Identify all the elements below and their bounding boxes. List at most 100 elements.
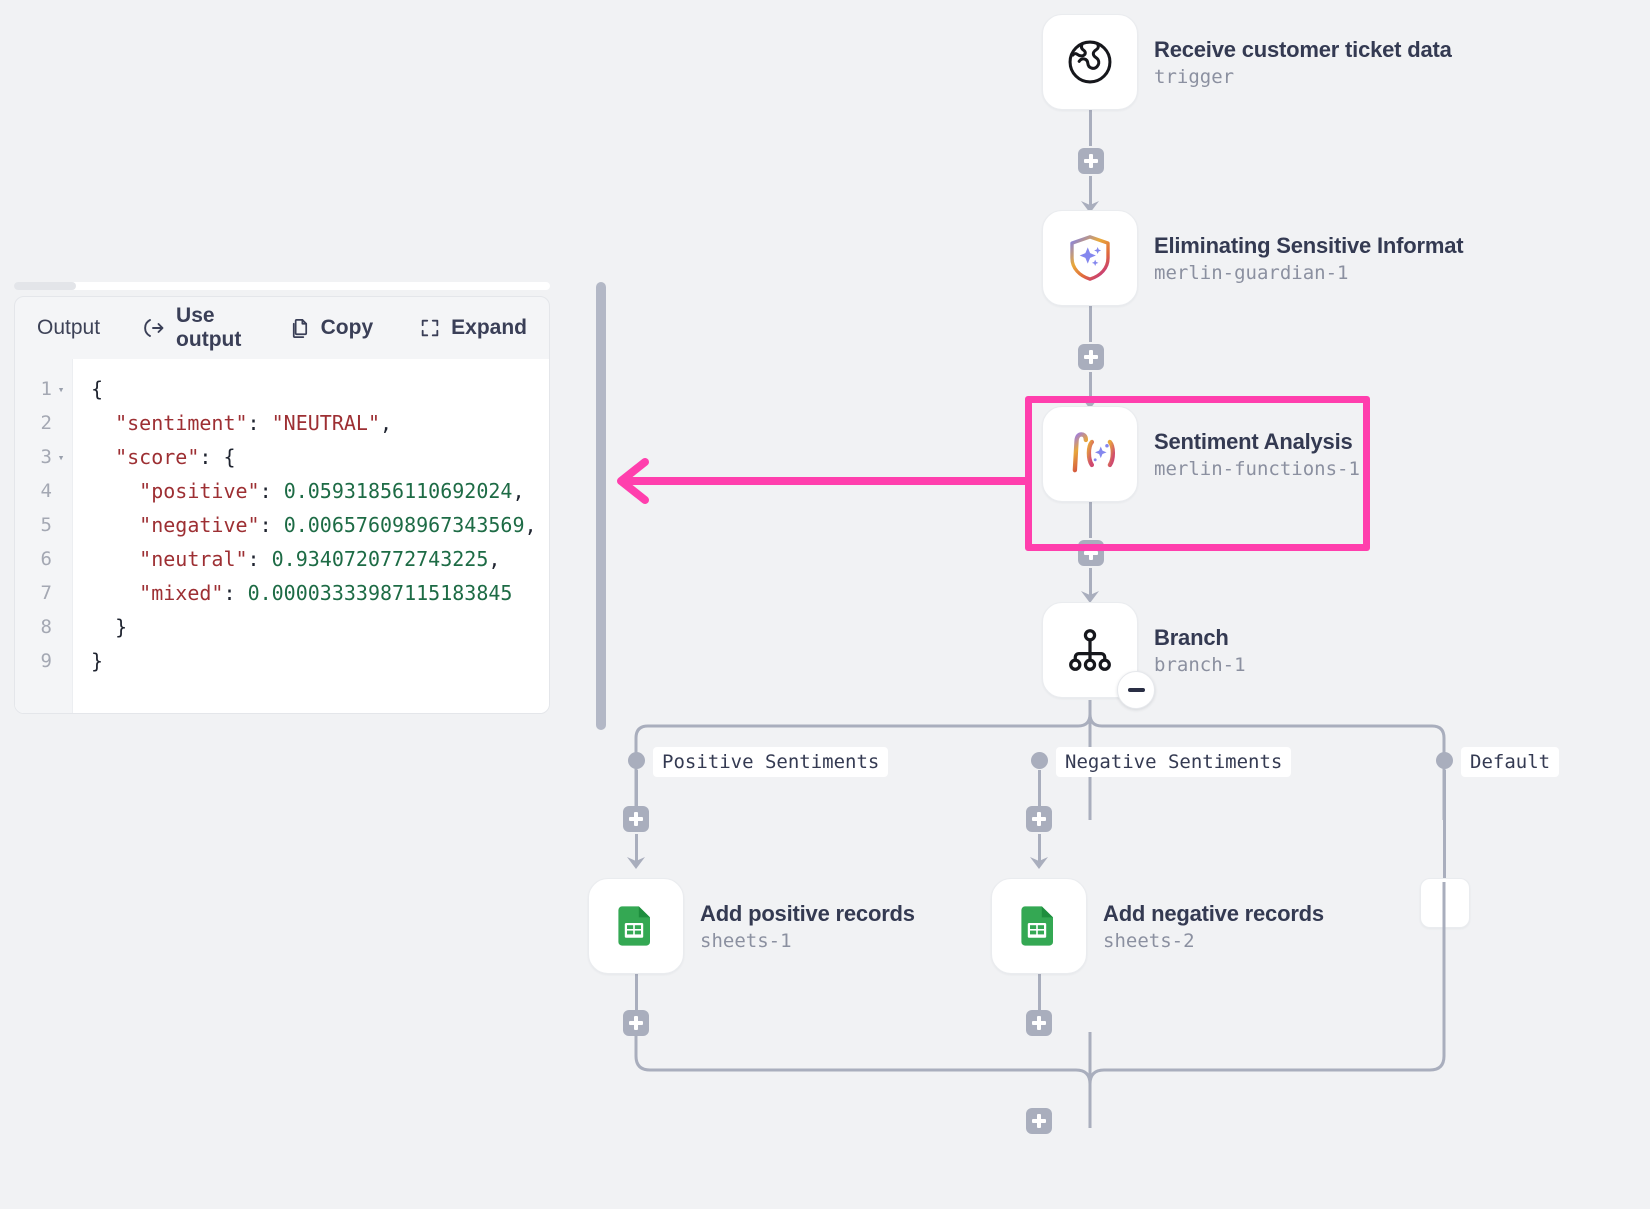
add-step-button[interactable] [623,1010,649,1036]
line-number: 1▾ [40,378,65,400]
line-number: 5▾ [40,514,52,536]
line-number-gutter: 1▾2▾3▾4▾5▾6▾7▾8▾9▾ [15,359,73,713]
expand-icon [419,317,441,339]
node-subtitle: branch-1 [1154,653,1246,676]
node-subtitle: merlin-functions-1 [1154,457,1360,480]
node-add-negative-records[interactable]: Add negative records sheets-2 [991,878,1324,974]
node-add-positive-records[interactable]: Add positive records sheets-1 [588,878,915,974]
add-step-button[interactable] [1026,1010,1052,1036]
code-line: "negative": 0.006576098967343569, [139,513,537,537]
fold-caret-icon[interactable]: ▾ [57,382,65,396]
connector-line [1089,500,1092,538]
node-text: Receive customer ticket data trigger [1154,37,1452,88]
shield-sparkle-icon [1042,210,1138,306]
expand-label: Expand [451,316,527,339]
add-step-button[interactable] [1078,344,1104,370]
arrowhead-icon [627,857,645,869]
output-code-area[interactable]: 1▾2▾3▾4▾5▾6▾7▾8▾9▾ { "sentiment": "NEUTR… [15,359,549,713]
connector-line [1089,568,1092,596]
copy-label: Copy [320,316,374,339]
function-icon [1042,406,1138,502]
node-title: Add positive records [700,900,915,926]
branch-label-negative: Negative Sentiments [1056,747,1292,777]
google-sheets-icon [588,878,684,974]
line-number: 4▾ [40,480,52,502]
arrowhead-icon [1081,201,1099,213]
add-step-button[interactable] [1026,806,1052,832]
add-step-button[interactable] [623,806,649,832]
node-guardian[interactable]: Eliminating Sensitive Informat merlin-gu… [1042,210,1464,306]
node-title: Add negative records [1103,900,1324,926]
node-subtitle: sheets-2 [1103,929,1195,952]
connector-line [1089,304,1092,342]
line-number: 8▾ [40,616,52,638]
use-output-button[interactable]: Use output [142,304,242,352]
connector-line [1038,770,1041,808]
panel-scrollbar[interactable] [596,282,606,730]
connector-line [635,834,638,862]
branch-output-dot[interactable] [1436,752,1453,769]
line-number: 9▾ [40,650,52,672]
branch-merge-connector [634,882,1446,1128]
node-text: Branch branch-1 [1154,625,1246,676]
code-line: } [91,615,128,639]
node-branch[interactable]: Branch branch-1 [1042,602,1246,709]
output-panel: Output Use output Copy [14,296,550,714]
node-text: Eliminating Sensitive Informat merlin-gu… [1154,232,1464,284]
panel-top-strip [14,282,550,290]
copy-icon [288,317,311,340]
connector-line [1089,108,1092,146]
output-toolbar: Output Use output Copy [15,297,549,359]
connector-line [1089,176,1092,206]
node-title: Sentiment Analysis [1154,428,1353,454]
node-text: Sentiment Analysis merlin-functions-1 [1154,429,1360,480]
use-output-label: Use output [176,304,242,351]
connector-line [1038,972,1041,1012]
node-subtitle: merlin-guardian-1 [1154,261,1349,284]
connector-line [1038,834,1041,862]
node-title: Branch [1154,624,1229,650]
node-subtitle: sheets-1 [700,929,792,952]
line-number: 6▾ [40,548,52,570]
connector-line [635,972,638,1012]
collapse-branch-button[interactable] [1117,671,1155,709]
node-subtitle: trigger [1154,65,1235,88]
minus-icon [1127,688,1145,692]
output-json-code: { "sentiment": "NEUTRAL", "score": { "po… [73,359,549,713]
branch-label-default: Default [1461,747,1560,777]
line-number: 2▾ [40,412,52,434]
copy-button[interactable]: Copy [288,316,374,340]
expand-button[interactable]: Expand [419,316,527,340]
code-line: "sentiment": "NEUTRAL", [115,411,393,435]
arrowhead-icon [1081,591,1099,603]
connector-line [1089,372,1092,402]
branch-label-positive: Positive Sentiments [653,747,889,777]
connector-line [1443,770,1446,880]
fold-caret-icon[interactable]: ▾ [57,450,65,464]
code-line: "mixed": 0.00003333987115183845 [139,581,513,605]
use-output-icon [142,316,166,340]
add-step-button[interactable] [1026,1108,1052,1134]
code-line: "neutral": 0.9340720772743225, [139,547,501,571]
connector-line [635,770,638,808]
google-sheets-icon [991,878,1087,974]
line-number: 7▾ [40,582,52,604]
branch-output-dot[interactable] [628,752,645,769]
output-panel-title: Output [37,316,101,339]
node-text: Add positive records sheets-1 [700,901,915,952]
node-sentiment-analysis[interactable]: Sentiment Analysis merlin-functions-1 [1042,406,1360,502]
node-trigger[interactable]: Receive customer ticket data trigger [1042,14,1452,110]
add-step-button[interactable] [1078,148,1104,174]
branch-icon [1042,602,1155,709]
node-title: Receive customer ticket data [1154,36,1452,62]
node-title: Eliminating Sensitive Informat [1154,232,1464,258]
highlight-box-sentiment-analysis [1025,396,1370,551]
arrowhead-icon [1030,857,1048,869]
globe-icon [1042,14,1138,110]
code-line: "score": { [115,445,236,469]
branch-output-dot[interactable] [1031,752,1048,769]
code-line: { [91,377,104,401]
annotation-arrow [617,458,1030,504]
node-text: Add negative records sheets-2 [1103,901,1324,952]
